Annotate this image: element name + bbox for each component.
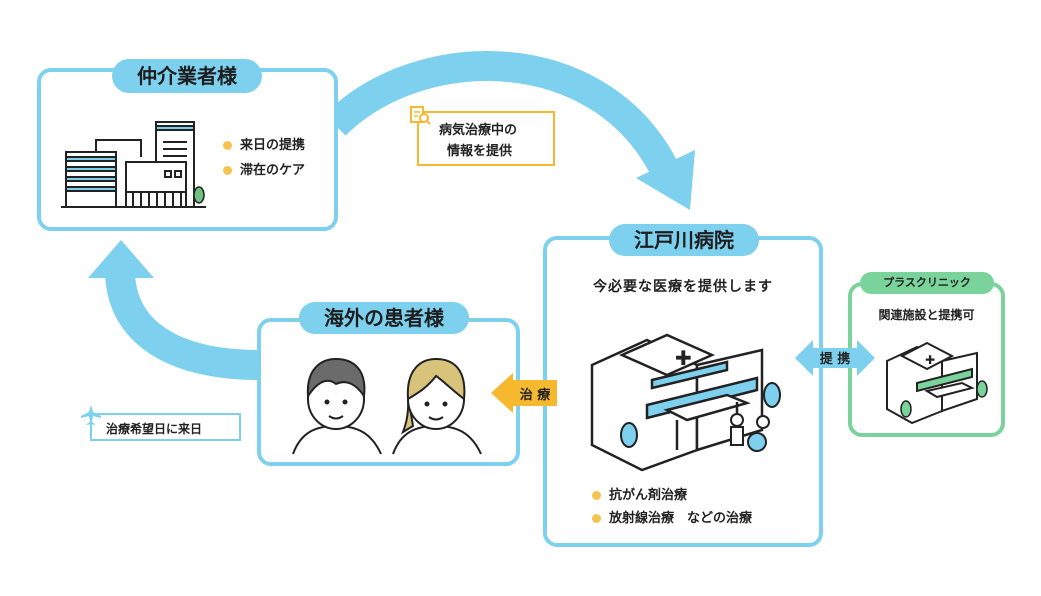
hospital-card: 今必要な医療を提供します ✚ 抗がん剤治療 放射線治療 などの治療 <box>543 236 823 547</box>
clinic-subtitle: 関連施設と提携可 <box>878 308 975 322</box>
clinic-title: プラスクリニック <box>860 272 994 294</box>
svg-text:✚: ✚ <box>925 353 935 367</box>
partnership-label: 提 携 <box>819 352 851 367</box>
hospital-bullet: 抗がん剤治療 <box>592 484 687 503</box>
patient-staff-icon <box>730 413 770 452</box>
info-line: 病気治療中の <box>439 123 518 138</box>
agency-bullet: 滞在のケア <box>223 159 305 178</box>
office-building-icon <box>61 121 206 208</box>
hospital-bullet: 放射線治療 などの治療 <box>592 507 752 526</box>
info-box: 病気治療中の 情報を提供 <box>417 111 555 166</box>
hospital-subtitle: 今必要な医療を提供します <box>593 279 773 295</box>
clinic-building-icon: ✚ <box>886 341 988 425</box>
partnership-arrow <box>795 340 875 376</box>
female-patient-icon <box>392 357 482 455</box>
visit-label: 治療希望日に来日 <box>106 422 203 436</box>
treatment-label: 治 療 <box>519 388 551 403</box>
agency-bullet: 来日の提携 <box>223 134 305 153</box>
clinic-card: 関連施設と提携可 ✚ <box>848 282 1005 437</box>
info-line: 情報を提供 <box>447 144 513 159</box>
patients-title: 海外の患者様 <box>299 302 469 334</box>
agency-title: 仲介業者様 <box>112 59 262 93</box>
visit-box: 治療希望日に来日 <box>90 413 241 441</box>
agency-card: 来日の提携 滞在のケア <box>37 68 338 231</box>
treatment-arrow <box>491 373 557 413</box>
hospital-building-icon: ✚ <box>590 333 781 472</box>
document-search-icon <box>410 106 431 125</box>
male-patient-icon <box>292 357 382 455</box>
svg-text:✚: ✚ <box>675 346 692 370</box>
patients-card <box>257 318 520 466</box>
hospital-title: 江戸川病院 <box>609 224 759 256</box>
